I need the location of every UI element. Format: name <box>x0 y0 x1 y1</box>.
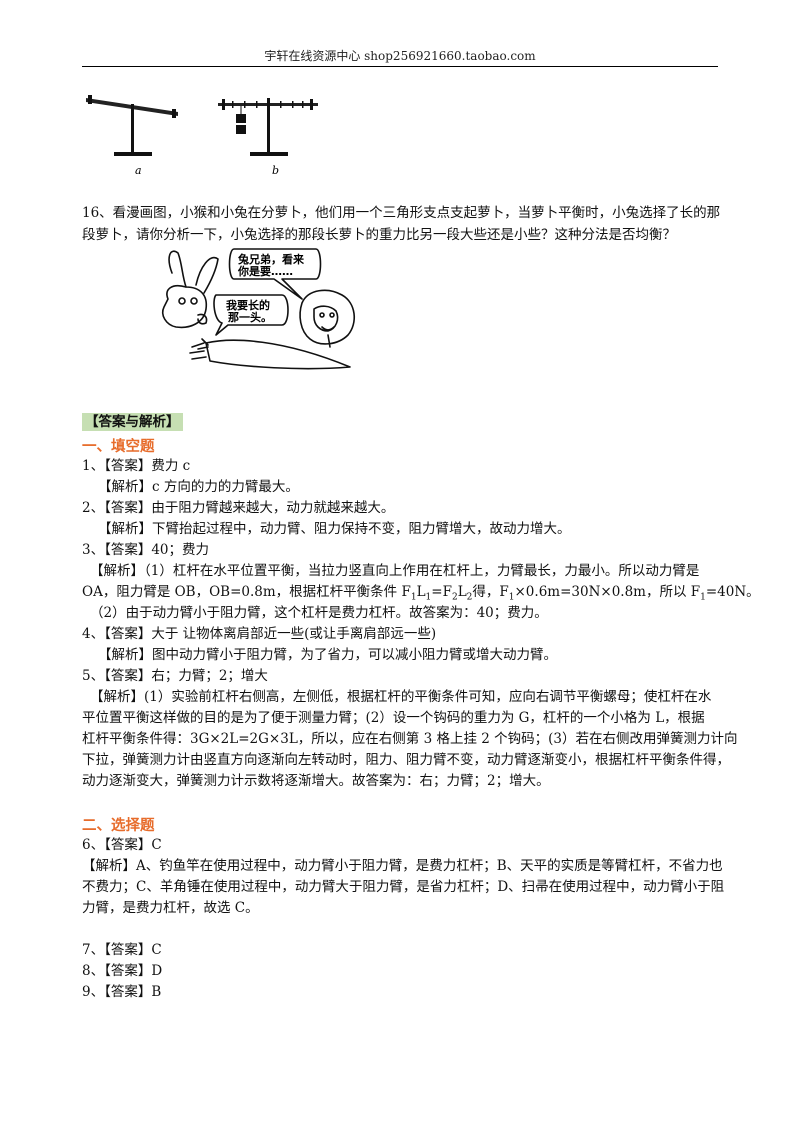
lever-figure-b: b <box>218 98 318 177</box>
explanation-1: 【解析】c 方向的力的力臂最大。 <box>98 479 299 495</box>
rabbit-speech-bubble <box>213 294 289 336</box>
page-header: 宇轩在线资源中心 shop256921660.taobao.com <box>264 49 536 63</box>
rabbit-bubble-text-1: 我要长的 <box>226 298 270 312</box>
explanation-3-line-2: OA，阻力臂是 OB，OB=0.8m，根据杠杆平衡条件 F1L1=F2L2得，F… <box>82 584 760 603</box>
section-title-fill-blank: 一、填空题 <box>82 439 155 455</box>
explanation-6-line-1: 【解析】A、钓鱼竿在使用过程中，动力臂小于阻力臂，是费力杠杆；B、天平的实质是等… <box>82 858 723 874</box>
explanation-5-line-4: 下拉，弹簧测力计由竖直方向逐渐向左转动时，阻力、阻力臂不变，动力臂逐渐变小，根据… <box>82 752 730 768</box>
answer-4: 4、【答案】大于 让物体离肩部近一些(或让手离肩部远一些) <box>82 626 437 642</box>
rabbit-mouth <box>197 313 208 325</box>
explanation-3-line-1: 【解析】（1）杠杆在水平位置平衡，当拉力竖直向上作用在杠杆上，力臂最长，力最小。… <box>90 563 700 579</box>
section-title-multiple-choice: 二、选择题 <box>82 818 155 834</box>
monkey-face <box>313 305 339 332</box>
lever-figure-a: a <box>86 95 178 177</box>
explanation-5-line-5: 动力逐渐变大，弹簧测力计示数将逐渐增大。故答案为：右；力臂；2；增大。 <box>82 773 550 789</box>
answer-9: 9、【答案】B <box>82 984 162 1000</box>
question-16-line-1: 16、看漫画图，小猴和小兔在分萝卜，他们用一个三角形支点支起萝卜，当萝卜平衡时，… <box>82 205 721 221</box>
answer-2: 2、【答案】由于阻力臂越来越大，动力就越来越大。 <box>82 500 395 516</box>
answer-1: 1、【答案】费力 c <box>82 458 191 474</box>
question-16: 16、看漫画图，小猴和小兔在分萝卜，他们用一个三角形支点支起萝卜，当萝卜平衡时，… <box>82 202 722 246</box>
figure-label-b: b <box>272 164 279 177</box>
header-rule <box>82 66 718 67</box>
rabbit-head <box>161 284 208 329</box>
answer-5: 5、【答案】右；力臂；2；增大 <box>82 668 268 684</box>
cartoon-illustration: 兔兄弟，看来 你是要…… 我要长的 那一头。 <box>161 248 355 370</box>
monkey-head <box>299 289 355 345</box>
answer-analysis-tag: 【答案与解析】 <box>82 413 183 431</box>
monkey-bubble-text-2: 你是要…… <box>237 264 293 278</box>
explanation-6-line-3: 力臂，是费力杠杆，故选 C。 <box>82 900 259 916</box>
explanation-2: 【解析】下臂抬起过程中，动力臂、阻力保持不变，阻力臂增大，故动力增大。 <box>98 521 571 537</box>
explanation-5-line-1: 【解析】(1）实验前杠杆右侧高，左侧低，根据杠杆的平衡条件可知，应向右调节平衡螺… <box>90 689 712 705</box>
monkey-speech-bubble <box>228 248 322 300</box>
carrot <box>205 339 351 370</box>
explanation-3-line-3: （2）由于动力臂小于阻力臂，这个杠杆是费力杠杆。故答案为：40；费力。 <box>90 605 548 621</box>
explanation-5-line-3: 杠杆平衡条件得：3G×2L=2G×3L，所以，应在右侧第 3 格上挂 2 个钩码… <box>82 731 738 747</box>
rabbit-bubble-text-2: 那一头。 <box>228 310 272 324</box>
answer-6: 6、【答案】C <box>82 837 162 853</box>
question-16-line-2: 段萝卜，请你分析一下，小兔选择的那段长萝卜的重力比另一段大些还是小些？这种分法是… <box>82 227 676 243</box>
lever-figures: a b <box>86 95 318 177</box>
figure-label-a: a <box>135 164 142 177</box>
explanation-4: 【解析】图中动力臂小于阻力臂，为了省力，可以减小阻力臂或增大动力臂。 <box>98 647 557 663</box>
rabbit-ear-left <box>168 250 187 288</box>
answer-7: 7、【答案】C <box>82 942 162 958</box>
answer-8: 8、【答案】D <box>82 963 163 979</box>
rabbit-ear-right <box>195 256 219 294</box>
explanation-5-line-2: 平位置平衡这样做的目的是为了便于测量力臂；(2）设一个钩码的重力为 G，杠杆的一… <box>82 710 705 726</box>
explanation-6-line-2: 不费力；C、羊角锤在使用过程中，动力臂大于阻力臂，是省力杠杆；D、扫帚在使用过程… <box>82 879 725 895</box>
answer-3: 3、【答案】40；费力 <box>82 542 210 558</box>
monkey-bubble-text-1: 兔兄弟，看来 <box>237 252 305 266</box>
